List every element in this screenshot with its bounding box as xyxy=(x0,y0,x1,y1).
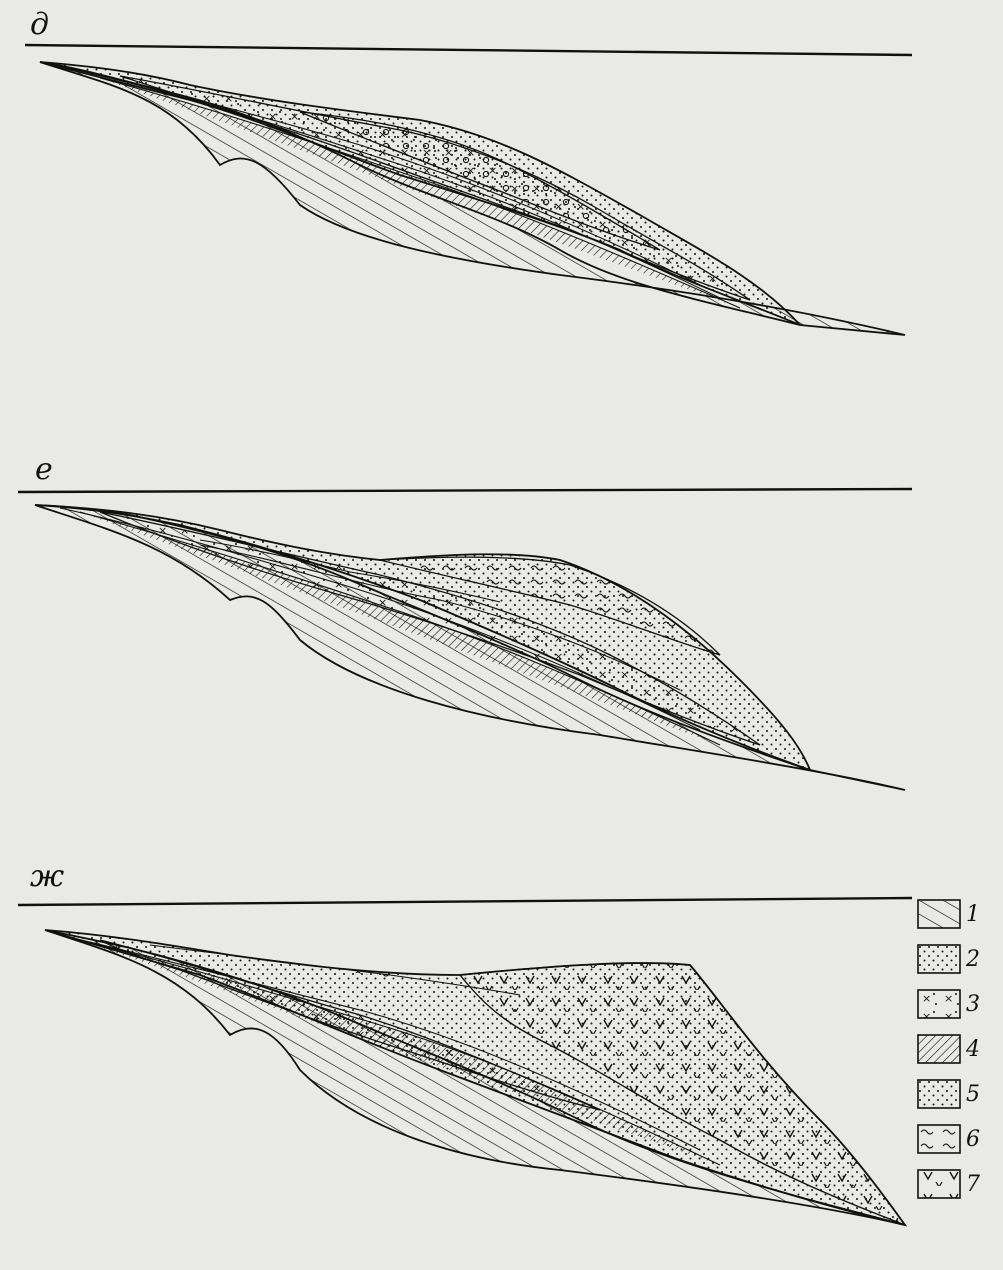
section-e-diagram xyxy=(18,489,912,790)
legend-swatch-3 xyxy=(918,990,960,1018)
section-label-d: д xyxy=(30,10,49,40)
section-label-zh: ж xyxy=(30,862,64,892)
section-label-e: е xyxy=(35,455,53,485)
section-zh-diagram xyxy=(18,898,912,1225)
legend-num-6: 6 xyxy=(966,1127,980,1152)
legend-swatch-2 xyxy=(918,945,960,973)
legend-num-7: 7 xyxy=(966,1172,980,1197)
section-d-diagram xyxy=(25,45,912,335)
legend-num-1: 1 xyxy=(966,902,980,927)
legend-swatches xyxy=(918,900,960,1198)
legend-swatch-4 xyxy=(918,1035,960,1063)
legend-num-5: 5 xyxy=(966,1082,980,1107)
legend-num-2: 2 xyxy=(966,947,980,972)
legend-num-3: 3 xyxy=(966,992,980,1017)
section-d-baseline xyxy=(25,45,912,55)
section-e-baseline xyxy=(18,489,912,492)
legend-num-4: 4 xyxy=(966,1037,980,1062)
legend-swatch-7 xyxy=(918,1170,960,1198)
legend-swatch-5 xyxy=(918,1080,960,1108)
legend-swatch-1 xyxy=(918,900,960,928)
legend-swatch-6 xyxy=(918,1125,960,1153)
section-zh-baseline xyxy=(18,898,912,905)
